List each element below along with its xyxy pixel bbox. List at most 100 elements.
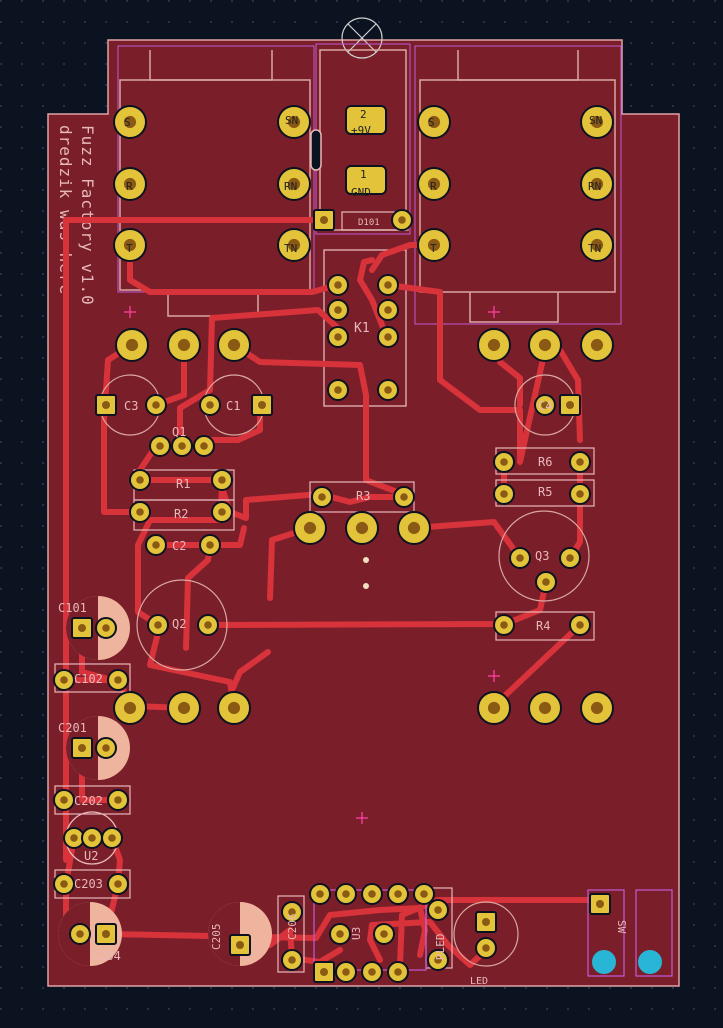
pad-drill-hole xyxy=(288,908,296,916)
pad-drill-hole xyxy=(152,541,160,549)
pad-drill-hole xyxy=(500,490,508,498)
c101-label: C101 xyxy=(58,601,87,615)
pad-drill-hole xyxy=(123,177,137,191)
pad-drill-hole xyxy=(576,621,584,629)
power-pad xyxy=(345,165,387,195)
pad-drill-hole xyxy=(114,880,122,888)
pad-drill-hole xyxy=(154,621,162,629)
pad-drill-hole xyxy=(384,306,392,314)
pad-drill-hole xyxy=(334,281,342,289)
pad-drill-hole xyxy=(355,521,369,535)
pad-drill-hole xyxy=(334,306,342,314)
power-pin1-net: GND xyxy=(351,186,371,199)
pad-drill-hole xyxy=(394,890,402,898)
jack-in-sn-label: SN xyxy=(285,114,298,127)
pad-drill-hole xyxy=(342,890,350,898)
r6-label: R6 xyxy=(538,455,552,469)
pad-drill-hole xyxy=(102,624,110,632)
pad-drill-hole xyxy=(434,956,442,964)
pad-drill-hole xyxy=(596,900,604,908)
pad-drill-hole xyxy=(590,177,604,191)
pad-drill-hole xyxy=(576,458,584,466)
pad-drill-hole xyxy=(108,834,116,842)
pad-drill-hole xyxy=(287,177,301,191)
pad-drill-hole xyxy=(482,944,490,952)
pad-drill-hole xyxy=(136,508,144,516)
pad-drill-hole xyxy=(538,701,552,715)
c203-label: C203 xyxy=(74,877,103,891)
pad-drill-hole xyxy=(287,115,301,129)
pad-drill-hole xyxy=(177,338,191,352)
pad-drill-hole xyxy=(152,401,160,409)
c3-label: C3 xyxy=(124,399,138,413)
pad-drill-hole xyxy=(125,338,139,352)
pad-drill-hole xyxy=(320,216,328,224)
q1-label: Q1 xyxy=(172,425,186,439)
pad-drill-hole xyxy=(516,554,524,562)
pad-drill-hole xyxy=(538,338,552,352)
pad-drill-hole xyxy=(227,701,241,715)
pad-drill-hole xyxy=(258,401,266,409)
pad-drill-hole xyxy=(407,521,421,535)
led-label: LED xyxy=(470,976,488,987)
c201-label: C201 xyxy=(58,721,87,735)
pad-drill-hole xyxy=(70,834,78,842)
power-pin2-net: +9V xyxy=(351,124,371,137)
pad-drill-hole xyxy=(427,115,441,129)
jack-in-t-label: T xyxy=(126,242,133,255)
c102-label: C102 xyxy=(74,672,103,686)
power-pad xyxy=(345,105,387,135)
c2-label: C2 xyxy=(172,539,186,553)
board-author: dredzik was here xyxy=(56,125,75,295)
pad-drill-hole xyxy=(500,458,508,466)
jack-in-tn-label: TN xyxy=(284,242,297,255)
pad-drill-hole xyxy=(400,493,408,501)
reference-labels: SN RN TN S R T SN RN TN S R T 2 +9V 1 GN… xyxy=(58,108,628,987)
electrolytic-caps xyxy=(58,596,272,966)
power-pin1-number: 1 xyxy=(360,168,367,181)
jack-out-r-label: R xyxy=(430,180,437,193)
pad-drill-hole xyxy=(156,442,164,450)
through-hole-pads xyxy=(53,105,614,983)
c204-label: C204 xyxy=(92,949,121,963)
pad-drill-hole xyxy=(227,338,241,352)
jack-out-tn-label: TN xyxy=(588,242,601,255)
crosshair-markers xyxy=(124,306,500,824)
pad-drill-hole xyxy=(368,968,376,976)
pad-drill-hole xyxy=(88,834,96,842)
pad-drill-hole xyxy=(542,578,550,586)
board-title: Fuzz Factory v1.0 xyxy=(78,125,97,306)
r5-label: R5 xyxy=(538,485,552,499)
pad-drill-hole xyxy=(236,941,244,949)
pad-drill-hole xyxy=(206,401,214,409)
pad-drill-hole xyxy=(342,968,350,976)
pad-drill-hole xyxy=(334,333,342,341)
pad-drill-hole xyxy=(303,521,317,535)
q3-label: Q3 xyxy=(535,549,549,563)
pad-drill-hole xyxy=(434,906,442,914)
pad-drill-hole xyxy=(380,930,388,938)
pad-drill-hole xyxy=(78,624,86,632)
jack-in-s-label: S xyxy=(124,116,131,129)
jack-in-r-label: R xyxy=(126,180,133,193)
pad-drill-hole xyxy=(334,386,342,394)
u3-label: U3 xyxy=(350,927,363,940)
board-title-silk: Fuzz Factory v1.0 dredzik was here xyxy=(56,125,97,306)
pad-drill-hole xyxy=(123,115,137,129)
pad-drill-hole xyxy=(204,621,212,629)
pad-drill-hole xyxy=(200,442,208,450)
r1-label: R1 xyxy=(176,477,190,491)
switch-via xyxy=(592,950,616,974)
c202-label: C202 xyxy=(74,794,103,808)
pad-drill-hole xyxy=(60,676,68,684)
pad-drill-hole xyxy=(114,676,122,684)
pad-drill-hole xyxy=(60,880,68,888)
pad-drill-hole xyxy=(487,338,501,352)
pad-drill-hole xyxy=(541,401,549,409)
pad-drill-hole xyxy=(287,238,301,252)
pad-drill-hole xyxy=(590,238,604,252)
c206-label: C206 xyxy=(286,914,299,941)
pad-drill-hole xyxy=(136,476,144,484)
